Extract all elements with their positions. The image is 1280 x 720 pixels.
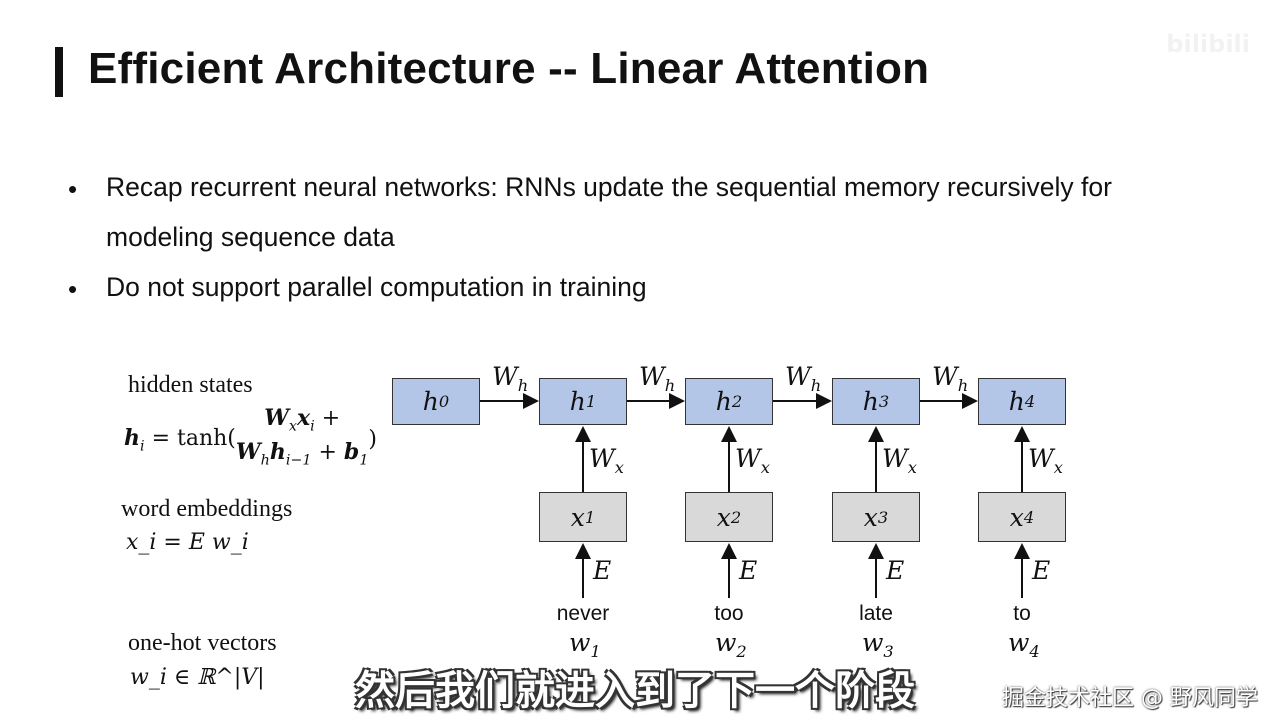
recurrent-weight-label: Wh (639, 362, 676, 395)
input-weight-label: Wx (882, 444, 917, 477)
embedding-weight-label: E (886, 556, 905, 585)
recurrent-weight-label: Wh (492, 362, 529, 395)
hidden-states-label: hidden states (128, 372, 253, 398)
bullet-1-line-2: modeling sequence data (106, 222, 395, 252)
word-vector-w2: w2 (715, 628, 747, 661)
bullet-2: Do not support parallel computation in t… (106, 272, 647, 302)
embedding-weight-label: E (739, 556, 758, 585)
bullet-dot: • (68, 174, 78, 204)
word-late: late (859, 602, 893, 625)
bullet-1-line-1: Recap recurrent neural networks: RNNs up… (106, 172, 1112, 202)
recurrent-weight-label: Wh (932, 362, 969, 395)
word-never: never (556, 602, 610, 625)
one-hot-label: one-hot vectors (128, 630, 277, 656)
bullet-dot: • (68, 274, 78, 304)
recurrent-weight-label: Wh (785, 362, 822, 395)
hidden-formula: hi = tanh( Wxxi + Whhi−1 + b1 ) (124, 405, 378, 469)
slide-title: Efficient Architecture -- Linear Attenti… (88, 44, 930, 93)
word-to: to (1013, 602, 1031, 625)
embedding-formula: x_i = E w_i (126, 530, 249, 555)
input-weight-label: Wx (735, 444, 770, 477)
bilibili-logo: bilibili (1166, 30, 1250, 58)
word-too: too (714, 602, 744, 625)
input-weight-label: Wx (1028, 444, 1063, 477)
word-vector-w3: w3 (862, 628, 894, 661)
input-weight-label: Wx (589, 444, 624, 477)
embedding-weight-label: E (593, 556, 612, 585)
watermark: 掘金技术社区 @ 野风同学 (1002, 686, 1258, 711)
word-vector-w4: w4 (1008, 628, 1040, 661)
one-hot-formula: w_i ∈ ℝ^|V| (130, 665, 265, 690)
embedding-weight-label: E (1032, 556, 1051, 585)
video-subtitle: 然后我们就进入到了下一个阶段 (355, 668, 915, 714)
title-accent-bar (55, 47, 63, 97)
word-vector-w1: w1 (569, 628, 601, 661)
word-embeddings-label: word embeddings (121, 496, 293, 522)
